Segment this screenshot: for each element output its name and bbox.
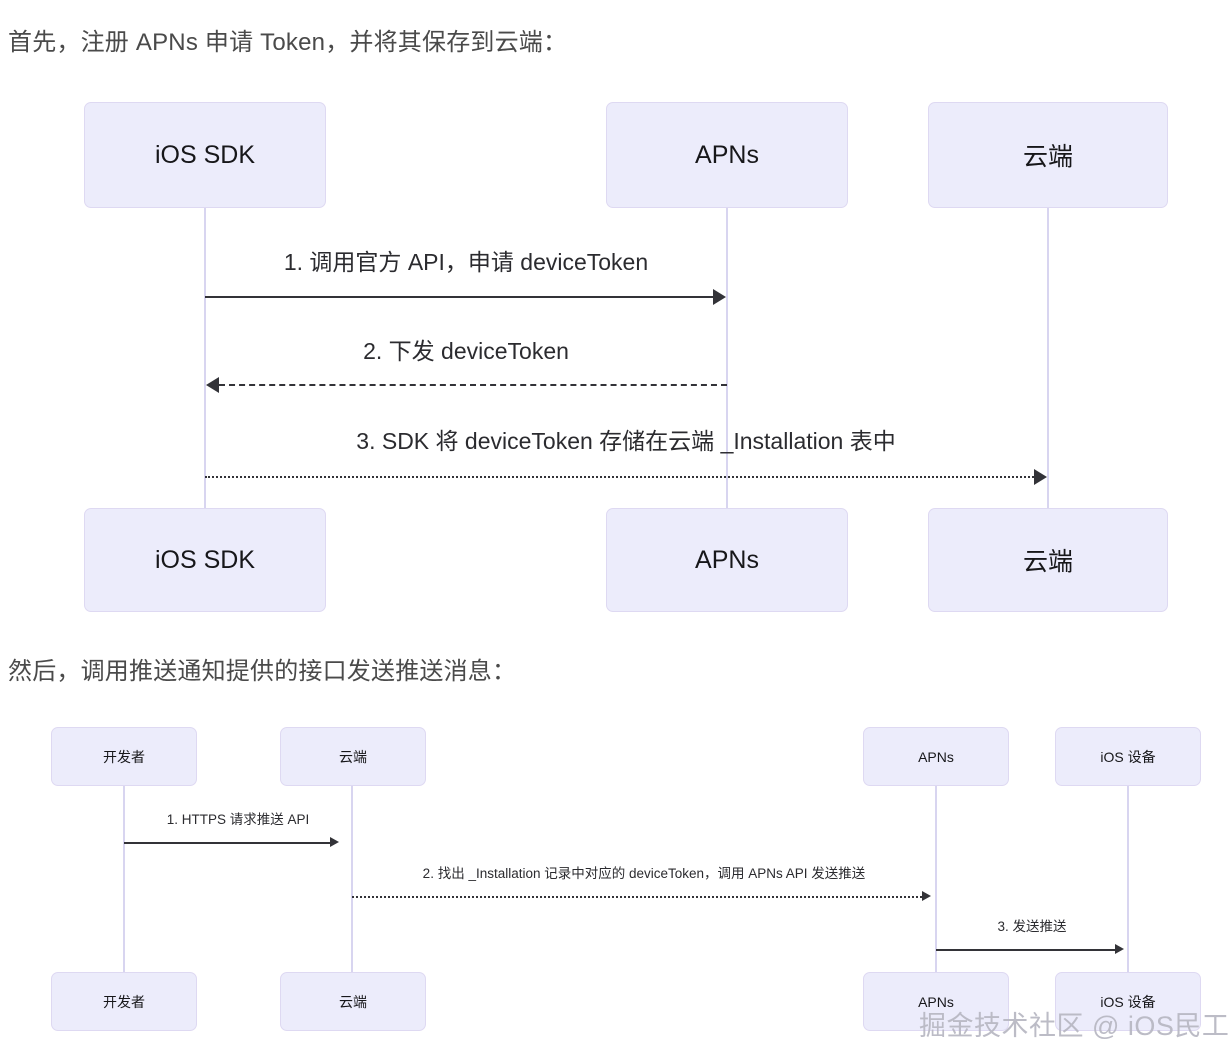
actor-label: APNs [918,993,954,1010]
message-3-arrowhead [1115,944,1124,954]
message-2-label: 2. 找出 _Installation 记录中对应的 deviceToken，调… [422,866,866,881]
caption-second: 然后，调用推送通知提供的接口发送推送消息： [8,658,517,685]
message-3-line [205,476,1034,478]
actor-label: iOS 设备 [1100,993,1156,1010]
actor-box-ios-sdk-top[interactable]: iOS SDK [84,102,326,208]
message-1-arrowhead [713,289,726,305]
sequence-diagram-push-delivery: 开发者 云端 APNs iOS 设备 1. HTTPS 请求推送 API 2. … [0,700,1228,1060]
message-1-label: 1. HTTPS 请求推送 API [166,812,310,827]
actor-label: APNs [695,140,759,169]
actor-box-cloud-bottom[interactable]: 云端 [280,972,426,1031]
actor-label: 开发者 [103,993,145,1010]
actor-box-apns-bottom[interactable]: APNs [606,508,848,612]
lifeline-apns [726,208,728,588]
actor-label: iOS SDK [154,140,256,169]
message-1-line [124,842,330,844]
actor-box-apns-top[interactable]: APNs [863,727,1009,786]
actor-box-cloud-top[interactable]: 云端 [928,102,1168,208]
message-3-label: 3. SDK 将 deviceToken 存储在云端 _Installation… [356,428,896,454]
actor-box-cloud-top[interactable]: 云端 [280,727,426,786]
message-1-arrowhead [330,837,339,847]
lifeline-apns [935,786,937,974]
message-1-line [205,296,713,298]
message-2-line [219,384,727,386]
message-2-arrowhead [922,891,931,901]
actor-label: iOS SDK [154,545,256,574]
sequence-diagram-apns-registration: iOS SDK APNs 云端 1. 调用官方 API，申请 deviceTok… [0,80,1228,630]
message-3-arrowhead [1034,469,1047,485]
actor-box-apns-top[interactable]: APNs [606,102,848,208]
message-2-line [352,896,922,898]
actor-label: 云端 [1022,143,1073,171]
actor-box-ios-sdk-bottom[interactable]: iOS SDK [84,508,326,612]
actor-label: 开发者 [103,748,145,765]
lifeline-ios-sdk [204,208,206,588]
message-3-label: 3. 发送推送 [997,919,1067,934]
lifeline-cloud [351,786,353,974]
actor-box-apns-bottom[interactable]: APNs [863,972,1009,1031]
lifeline-ios-device [1127,786,1129,974]
actor-box-developer-bottom[interactable]: 开发者 [51,972,197,1031]
watermark: 掘金技术社区 @ iOS民工 [919,1011,1228,1041]
lifeline-developer [123,786,125,974]
message-2-label: 2. 下发 deviceToken [363,338,569,364]
actor-box-cloud-bottom[interactable]: 云端 [928,508,1168,612]
actor-box-ios-device-top[interactable]: iOS 设备 [1055,727,1201,786]
actor-label: iOS 设备 [1100,748,1156,765]
caption-first: 首先，注册 APNs 申请 Token，并将其保存到云端： [8,29,568,56]
actor-box-ios-device-bottom[interactable]: iOS 设备 [1055,972,1201,1031]
actor-label: 云端 [1022,548,1073,576]
message-2-arrowhead [206,377,219,393]
actor-box-developer-top[interactable]: 开发者 [51,727,197,786]
actor-label: APNs [918,748,954,765]
lifeline-cloud [1047,208,1049,588]
actor-label: 云端 [339,748,367,765]
actor-label: APNs [695,545,759,574]
message-1-label: 1. 调用官方 API，申请 deviceToken [283,249,649,275]
actor-label: 云端 [339,993,367,1010]
message-3-line [936,949,1115,951]
